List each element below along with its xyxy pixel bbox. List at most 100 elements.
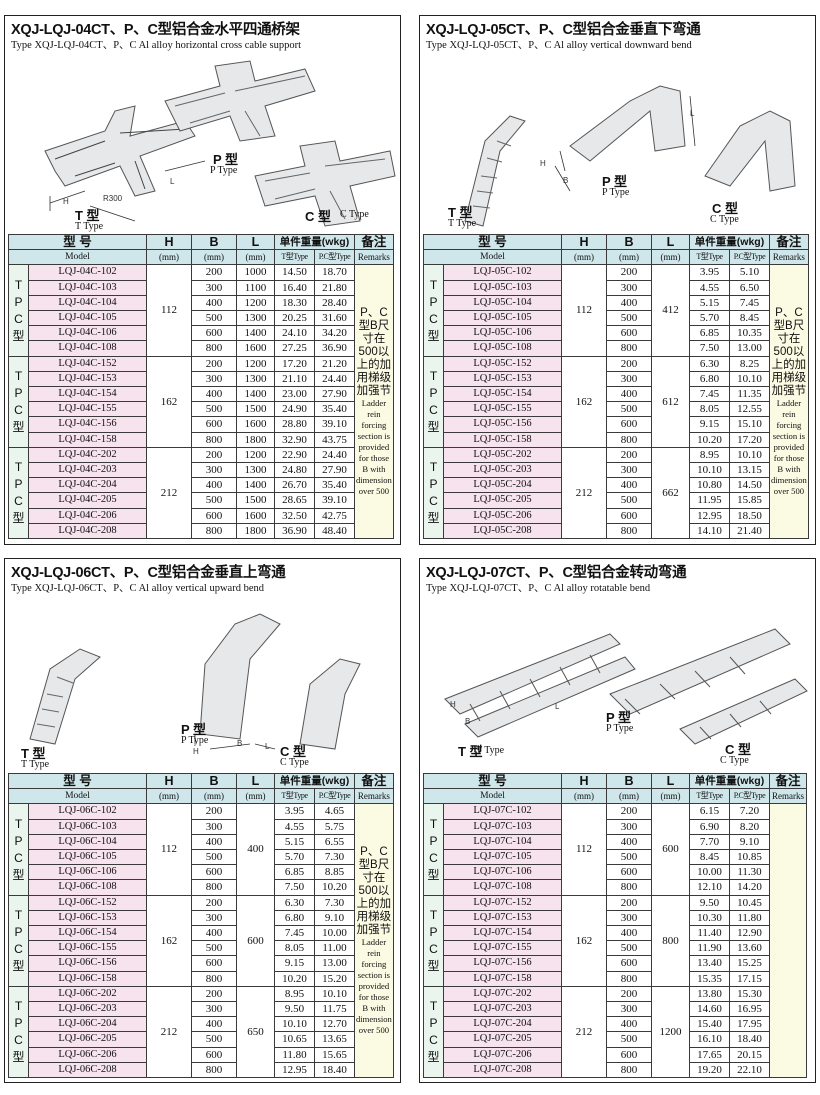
model-header-en: Model	[8, 249, 147, 266]
pc-weight-cell: 16.95	[729, 1001, 770, 1018]
model-cell: LQJ-07C-153	[443, 909, 562, 927]
model-cell: LQJ-07C-104	[443, 833, 562, 851]
p-type-label-en: P Type	[606, 723, 634, 734]
model-cell: LQJ-04C-104	[28, 294, 147, 312]
pc-weight-cell: 9.10	[729, 833, 770, 851]
t-weight-cell: 5.15	[689, 294, 730, 312]
b-cell: 800	[191, 431, 237, 448]
h-cell: 112	[146, 803, 192, 896]
l-cell: 1800	[236, 522, 275, 540]
b-cell: 800	[191, 879, 237, 896]
dim-b-label: B	[237, 739, 242, 748]
pc-weight-cell: 12.90	[729, 925, 770, 942]
pc-weight-cell: 21.20	[314, 355, 355, 372]
model-cell: LQJ-05C-206	[443, 507, 562, 524]
pc-weight-cell: 15.20	[314, 970, 355, 987]
model-cell: LQJ-04C-106	[28, 325, 147, 342]
pc-weight-cell: 10.10	[314, 985, 355, 1003]
remarks-en: Ladder rein forcing section is provided …	[356, 936, 392, 1035]
group-type-letter: T	[429, 998, 438, 1013]
model-cell: LQJ-05C-205	[443, 492, 562, 509]
t-weight-cell: 7.70	[689, 833, 730, 851]
group-type-letter: C	[429, 402, 438, 417]
group-type-letter: P	[14, 476, 23, 491]
model-cell: LQJ-04C-156	[28, 416, 147, 433]
model-cell: LQJ-05C-152	[443, 355, 562, 372]
t-weight-cell: 24.90	[274, 401, 315, 418]
b-cell: 400	[191, 925, 237, 942]
pc-weight-cell: 13.15	[729, 462, 770, 479]
l-cell: 1200	[236, 294, 275, 312]
group-type-letter: P	[14, 833, 23, 848]
h-header: H	[146, 233, 192, 251]
b-header: B	[606, 233, 652, 251]
model-cell: LQJ-04C-206	[28, 507, 147, 524]
b-cell: 500	[191, 940, 237, 957]
h-cell: 212	[561, 985, 607, 1079]
model-header: 型 号	[423, 233, 562, 251]
t-weight-cell: 3.95	[274, 803, 315, 820]
group-type-letter: 型	[12, 1049, 25, 1064]
t-weight-cell: 10.65	[274, 1031, 315, 1048]
remarks-cn: P、C型B尺寸在500以上的加用梯级加强节	[356, 306, 392, 397]
t-weight-cell: 9.15	[274, 955, 315, 972]
p-type-label-en: P Type	[181, 735, 209, 746]
model-cell: LQJ-07C-154	[443, 925, 562, 942]
b-cell: 600	[606, 955, 652, 972]
b-cell: 800	[191, 970, 237, 987]
h-cell: 162	[146, 355, 192, 448]
pc-type-weight-header: P.C型Type	[729, 788, 770, 805]
pc-weight-cell: 36.90	[314, 340, 355, 357]
t-weight-cell: 6.30	[274, 894, 315, 911]
t-weight-cell: 9.15	[689, 416, 730, 433]
remarks-header: 备注	[769, 233, 809, 251]
l-cell: 1000	[236, 264, 275, 281]
remarks-header: 备注	[354, 233, 394, 251]
pc-weight-cell: 7.20	[729, 803, 770, 820]
pc-weight-cell: 17.20	[729, 431, 770, 448]
group-type-letter: T	[14, 459, 23, 474]
b-cell: 800	[606, 970, 652, 987]
h-unit: (mm)	[146, 249, 192, 266]
group-type-letter: P	[14, 1015, 23, 1030]
model-cell: LQJ-07C-205	[443, 1031, 562, 1048]
t-weight-cell: 6.30	[689, 355, 730, 372]
b-cell: 200	[191, 446, 237, 464]
panel-subtitle: Type XQJ-LQJ-07CT、P、C Al alloy rotatable…	[426, 583, 651, 594]
b-cell: 600	[191, 325, 237, 342]
t-type-label: T 型	[448, 205, 473, 220]
l-cell: 1200	[236, 355, 275, 372]
model-cell: LQJ-05C-156	[443, 416, 562, 433]
model-cell: LQJ-04C-208	[28, 522, 147, 540]
model-cell: LQJ-04C-152	[28, 355, 147, 372]
pc-weight-cell: 18.70	[314, 264, 355, 281]
t-weight-cell: 15.40	[689, 1016, 730, 1033]
group-type-letter: C	[14, 850, 23, 865]
l-unit: (mm)	[651, 788, 690, 805]
group-type-letter: C	[14, 402, 23, 417]
b-cell: 800	[606, 340, 652, 357]
t-weight-cell: 10.10	[274, 1016, 315, 1033]
b-cell: 600	[191, 416, 237, 433]
pc-weight-cell: 11.35	[729, 386, 770, 403]
group-type-letter: 型	[427, 328, 440, 343]
